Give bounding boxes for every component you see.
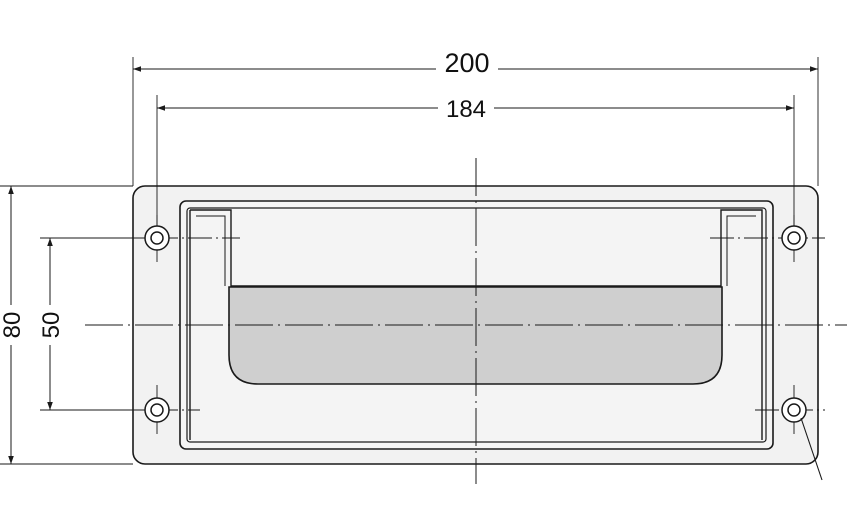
dim-label-overall-width: 200 [444, 48, 489, 78]
hinge-right [726, 215, 756, 286]
mounting-hole-bottom-left [144, 397, 170, 423]
mounting-hole-top-right [781, 225, 807, 251]
dim-label-hole-pitch-horizontal: 184 [446, 96, 486, 123]
hole-leader-line [800, 417, 823, 481]
hinge-left [196, 215, 226, 286]
dim-label-hole-pitch-vertical: 50 [38, 312, 65, 339]
mounting-hole-bottom-right [781, 397, 807, 423]
dim-label-overall-height: 80 [0, 312, 26, 339]
mounting-hole-top-left [144, 225, 170, 251]
extension-lines [0, 57, 819, 465]
